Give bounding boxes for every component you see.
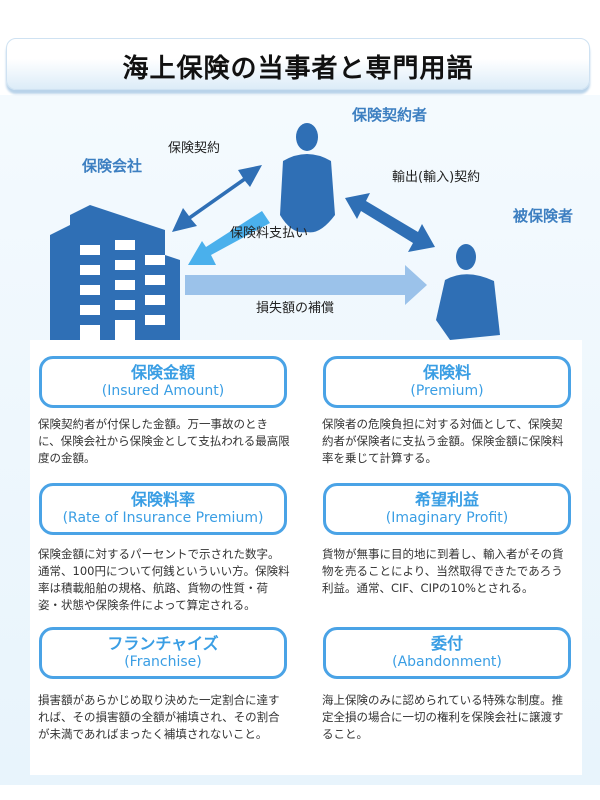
term-en: (Abandonment) — [392, 654, 502, 670]
policyholder-person-icon — [280, 123, 335, 233]
loss-compensation-arrow — [185, 265, 427, 305]
term-card-rate-of-premium: 保険料率 (Rate of Insurance Premium) — [39, 483, 287, 535]
term-ja: 希望利益 — [414, 490, 479, 509]
term-card-insured-amount: 保険金額 (Insured Amount) — [39, 356, 287, 408]
term-ja: 保険料 — [422, 363, 471, 382]
premium-payment-arrow — [188, 211, 270, 265]
term-card-premium: 保険料 (Premium) — [323, 356, 571, 408]
term-description: 海上保険のみに認められている特殊な制度。推定全損の場合に一切の権利を保険会社に譲… — [322, 693, 564, 741]
insurance-contract-arrow — [172, 165, 262, 232]
insured-label: 被保険者 — [513, 207, 574, 225]
term-description: 損害額があらかじめ取り決めた一定割合に達すれば、その損害額の全額が補填され、その… — [38, 693, 280, 741]
term-description: 保険者の危険負担に対する対価として、保険契約者が保険者に支払う金額。保険金額に保… — [322, 417, 564, 465]
term-en: (Premium) — [410, 383, 484, 399]
term-ja: 委付 — [430, 634, 463, 653]
term-en: (Imaginary Profit) — [385, 510, 509, 526]
term-en: (Franchise) — [124, 654, 202, 670]
term-card-franchise: フランチャイズ (Franchise) — [39, 627, 287, 679]
term-en: (Insured Amount) — [101, 383, 225, 399]
terms-panel — [30, 340, 582, 775]
term-ja: フランチャイズ — [107, 634, 219, 653]
term-card-imaginary-profit: 希望利益 (Imaginary Profit) — [323, 483, 571, 535]
term-description: 貨物が無事に目的地に到着し、輸入者がその貨物を売ることにより、当然取得できたであ… — [322, 547, 564, 595]
parties-diagram — [50, 123, 500, 340]
insurance-contract-label: 保険契約 — [168, 141, 221, 156]
premium-payment-label: 保険料支払い — [230, 226, 309, 241]
page-title: 海上保険の当事者と専門用語 — [122, 54, 474, 84]
term-en: (Rate of Insurance Premium) — [62, 510, 264, 526]
term-ja: 保険金額 — [130, 363, 195, 382]
policyholder-label: 保険契約者 — [352, 106, 428, 124]
title-bar: 海上保険の当事者と専門用語 — [6, 38, 590, 90]
export-import-contract-arrow — [345, 193, 435, 252]
term-card-abandonment: 委付 (Abandonment) — [323, 627, 571, 679]
term-description: 保険金額に対するパーセントで示された数字。通常、100円について何銭といういい方… — [38, 547, 290, 612]
building-icon — [50, 205, 180, 340]
insured-person-icon — [436, 244, 500, 340]
loss-compensation-label: 損失額の補償 — [256, 301, 335, 316]
term-ja: 保険料率 — [130, 490, 195, 509]
term-description: 保険契約者が付保した金額。万一事故のときに、保険会社から保険金として支払われる最… — [38, 417, 290, 465]
insurer-label: 保険会社 — [82, 157, 143, 175]
export-import-contract-label: 輸出(輸入)契約 — [392, 170, 481, 185]
